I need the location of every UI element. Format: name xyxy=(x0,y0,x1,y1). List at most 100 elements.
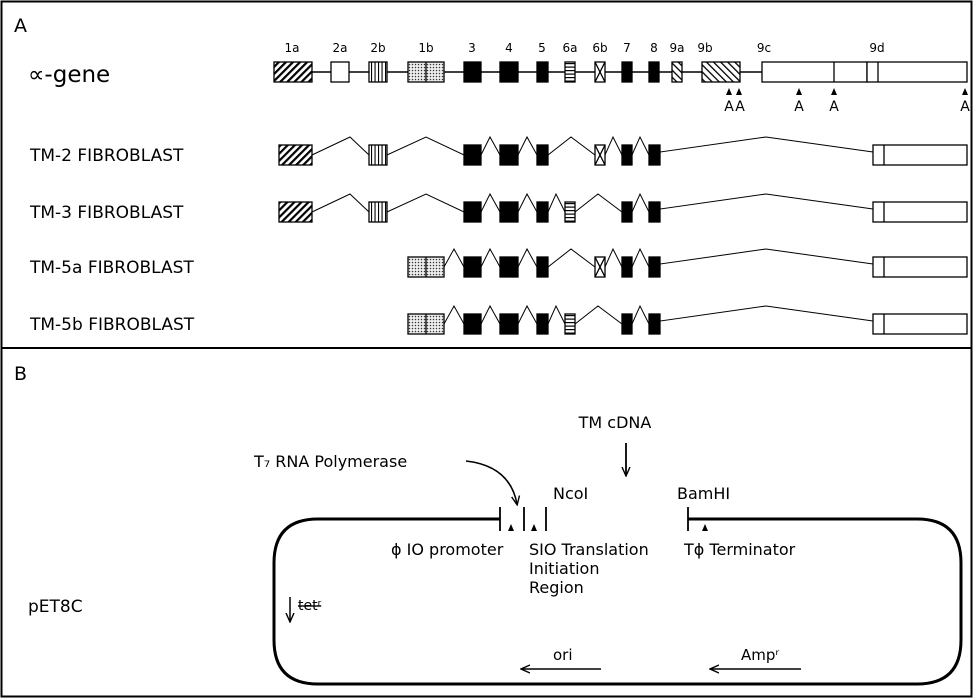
exon-label-3: 3 xyxy=(468,41,476,55)
plasmid-outline xyxy=(272,517,963,686)
exon-label-2a: 2a xyxy=(333,41,348,55)
gene-exon-9d xyxy=(866,61,968,83)
ncoi-label: NcoI xyxy=(553,484,588,503)
exon-label-9c: 9c xyxy=(757,41,771,55)
gene-exon-2a xyxy=(330,61,350,83)
row-label-tm5b: TM-5b FIBROBLAST xyxy=(29,315,195,335)
transcript-tm5b xyxy=(407,304,968,335)
promoter-arrowhead xyxy=(508,524,514,531)
terminator-label: Tϕ Terminator xyxy=(683,540,796,559)
translation-region-label: SIO Translation Initiation Region xyxy=(529,540,649,597)
polya-arrowhead-2 xyxy=(736,88,742,95)
row-label-tm5a: TM-5a FIBROBLAST xyxy=(29,258,194,278)
exon-label-1b: 1b xyxy=(418,41,433,55)
panel-a-letter: A xyxy=(14,15,27,37)
exon-8 xyxy=(648,201,661,223)
ori-label: ori xyxy=(553,646,573,664)
site-ticks xyxy=(499,507,689,531)
gene-exon-3 xyxy=(463,61,482,83)
gene-label: ∝-gene xyxy=(28,62,110,88)
polya-arrowhead-3 xyxy=(796,88,802,95)
splice-lines xyxy=(311,192,874,213)
exon-9d xyxy=(872,144,968,166)
exon-7 xyxy=(621,313,633,335)
exon-3 xyxy=(463,256,482,278)
polya-arrowhead-4 xyxy=(831,88,837,95)
exon-label-4: 4 xyxy=(505,41,513,55)
exon-label-9d: 9d xyxy=(869,41,884,55)
gene-exon-9a xyxy=(671,61,683,83)
exon-label-9b: 9b xyxy=(697,41,712,55)
amp-label: Ampʳ xyxy=(741,646,779,664)
translation-label-line2: Initiation xyxy=(529,559,599,578)
exon-label-2b: 2b xyxy=(370,41,385,55)
promoter-label: ϕ IO promoter xyxy=(391,540,504,559)
exon-9d xyxy=(872,256,968,278)
terminator-arrowhead xyxy=(702,524,708,531)
polya-label-2: A xyxy=(735,99,745,115)
site-arrowheads xyxy=(508,524,708,531)
exon-1a xyxy=(278,201,313,223)
exon-4 xyxy=(499,256,519,278)
exon-6b-cross2 xyxy=(594,256,606,278)
gene-exon-5 xyxy=(536,61,549,83)
polya-label-5: A xyxy=(960,99,970,115)
exon-9d xyxy=(872,201,968,223)
exon-label-6b: 6b xyxy=(592,41,607,55)
gene-exons xyxy=(273,61,968,83)
exon-3 xyxy=(463,201,482,223)
exon-label-7: 7 xyxy=(623,41,631,55)
s10-arrowhead xyxy=(531,524,537,531)
gene-exon-9b xyxy=(701,61,741,83)
splice-lines xyxy=(311,135,874,156)
exon-8 xyxy=(648,144,661,166)
insert-label: TM cDNA xyxy=(578,413,652,432)
exon-5 xyxy=(536,256,549,278)
gene-exon-2b xyxy=(368,61,388,83)
exon-3 xyxy=(463,144,482,166)
transcript-tm3 xyxy=(278,192,968,223)
translation-label-line3: Region xyxy=(529,578,584,597)
gene-exon-1a xyxy=(273,61,313,83)
exon-6b-cross2 xyxy=(594,144,606,166)
exon-8 xyxy=(648,313,661,335)
plasmid-name: pET8C xyxy=(28,597,83,617)
polya-markers: A A A A A xyxy=(724,88,970,115)
exon-4 xyxy=(499,144,519,166)
row-label-tm2: TM-2 FIBROBLAST xyxy=(29,146,184,166)
polymerase-arrow xyxy=(465,460,517,504)
exon-2b xyxy=(368,144,388,166)
exon-5 xyxy=(536,201,549,223)
exon-6a xyxy=(564,313,576,335)
gene-exon-6b-cross2 xyxy=(594,61,606,83)
exon-7 xyxy=(621,256,633,278)
transcript-tm5a xyxy=(407,247,968,278)
exon-7 xyxy=(621,201,633,223)
polya-arrowhead-5 xyxy=(962,88,968,95)
exon-label-8: 8 xyxy=(650,41,658,55)
polya-arrowhead-1 xyxy=(726,88,732,95)
polya-label-1: A xyxy=(724,99,734,115)
gene-exon-6a xyxy=(564,61,576,83)
exon-5 xyxy=(536,144,549,166)
gene-exon-4 xyxy=(499,61,519,83)
panel-b-letter: B xyxy=(14,363,27,385)
exon-5 xyxy=(536,313,549,335)
transcript-tm2 xyxy=(278,135,968,166)
exon-label-1a: 1a xyxy=(285,41,300,55)
exon-3 xyxy=(463,313,482,335)
exon-label-9a: 9a xyxy=(670,41,685,55)
exon-2b xyxy=(368,201,388,223)
exon-6a xyxy=(564,201,576,223)
gene-exon-8 xyxy=(648,61,660,83)
exon-4 xyxy=(499,201,519,223)
exon-label-6a: 6a xyxy=(563,41,578,55)
exon-labels: 1a 2a 2b 1b 3 4 5 6a 6b 7 8 9a 9b 9c 9d xyxy=(285,41,885,55)
gene-exon-9c xyxy=(761,61,868,83)
bamhi-label: BamHI xyxy=(677,484,730,503)
exon-7 xyxy=(621,144,633,166)
row-label-tm3: TM-3 FIBROBLAST xyxy=(29,203,184,223)
row-labels: TM-2 FIBROBLAST TM-3 FIBROBLAST TM-5a FI… xyxy=(29,146,195,335)
exon-9d xyxy=(872,313,968,335)
